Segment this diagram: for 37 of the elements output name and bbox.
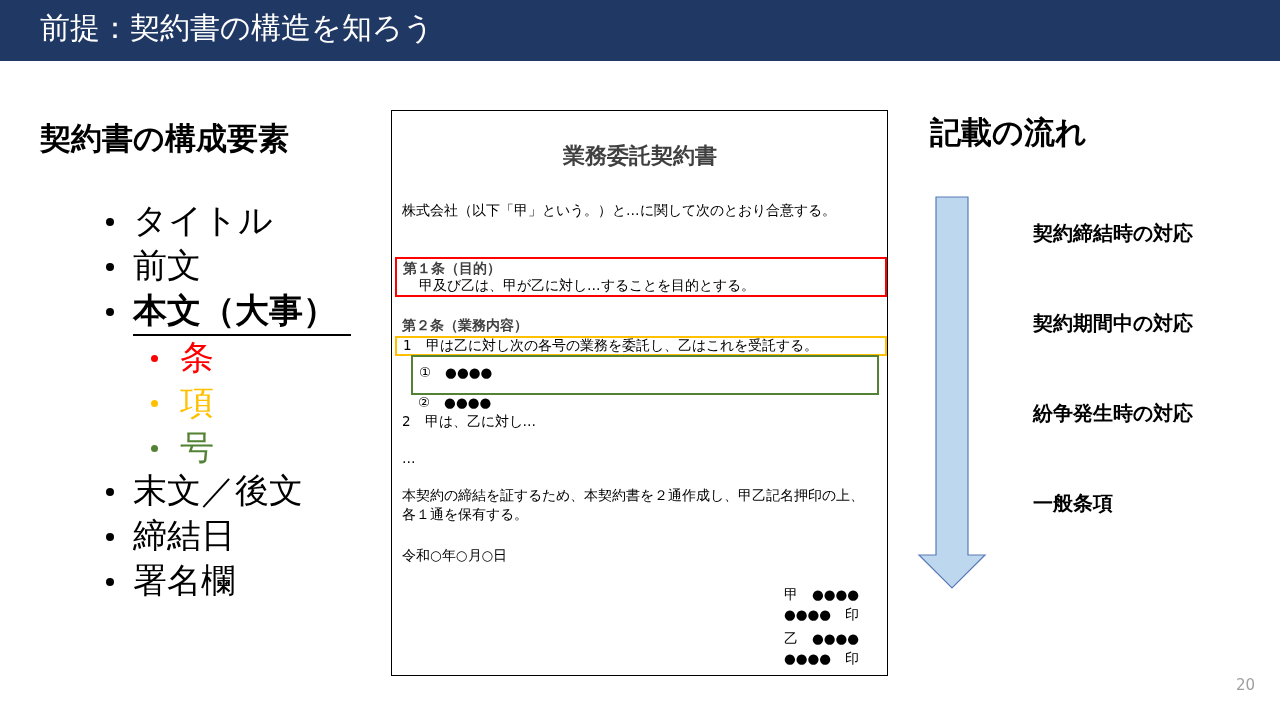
article-heading: 第１条（目的） bbox=[403, 259, 501, 278]
signature-text: ●●●● 印 bbox=[784, 649, 860, 668]
document-title: 業務委託契約書 bbox=[561, 142, 718, 170]
legend-text: 号 bbox=[180, 426, 214, 469]
item-text: ① ●●●● bbox=[419, 363, 493, 382]
bullet-item: 署名欄 bbox=[133, 559, 235, 602]
bullet-item: 締結日 bbox=[133, 514, 235, 557]
paragraph-text: 1 甲は乙に対し次の各号の業務を委託し、乙はこれを受託する。 bbox=[403, 336, 818, 355]
article-heading: 第２条（業務内容） bbox=[402, 316, 528, 335]
date-text: 令和○年○月○日 bbox=[402, 546, 508, 565]
ellipsis-text: … bbox=[402, 449, 416, 468]
closing-text: 本契約の締結を証するため、本契約書を２通作成し、甲乙記名押印の上、各１通を保有する。 bbox=[402, 486, 865, 524]
highlight-frame bbox=[395, 336, 887, 356]
bullet-item: タイトル bbox=[133, 199, 273, 242]
item-text: ② ●●●● bbox=[418, 393, 492, 412]
legend-text: 項 bbox=[180, 381, 214, 424]
slide-title: 前提：契約書の構造を知ろう bbox=[40, 9, 434, 47]
bullet-item: 本文（大事） bbox=[133, 288, 351, 336]
preamble-text: 株式会社（以下「甲」という。）と…に関して次のとおり合意する。 bbox=[402, 201, 837, 220]
highlight-frame bbox=[395, 257, 887, 297]
paragraph-text: 2 甲は、乙に対し… bbox=[402, 412, 537, 431]
signature-text: 乙 ●●●● bbox=[784, 629, 860, 648]
section-heading: 契約書の構成要素 bbox=[40, 119, 289, 158]
bullet-item: 末文／後文 bbox=[133, 469, 303, 512]
legend-text: 条 bbox=[180, 336, 214, 379]
article-text: 甲及び乙は、甲が乙に対し…することを目的とする。 bbox=[419, 276, 755, 295]
flow-step-text: 契約締結時の対応 bbox=[1033, 220, 1193, 247]
signature-text: ●●●● 印 bbox=[784, 605, 860, 624]
section-heading: 記載の流れ bbox=[930, 113, 1087, 152]
flow-step-text: 契約期間中の対応 bbox=[1033, 310, 1193, 337]
flow-step-text: 紛争発生時の対応 bbox=[1033, 400, 1193, 427]
page-number: 20 bbox=[1236, 676, 1256, 694]
contract-document bbox=[391, 110, 888, 676]
flow-step-text: 一般条項 bbox=[1033, 490, 1113, 517]
bullet-item: 前文 bbox=[133, 244, 201, 287]
signature-text: 甲 ●●●● bbox=[784, 585, 860, 604]
highlight-frame bbox=[411, 355, 879, 395]
